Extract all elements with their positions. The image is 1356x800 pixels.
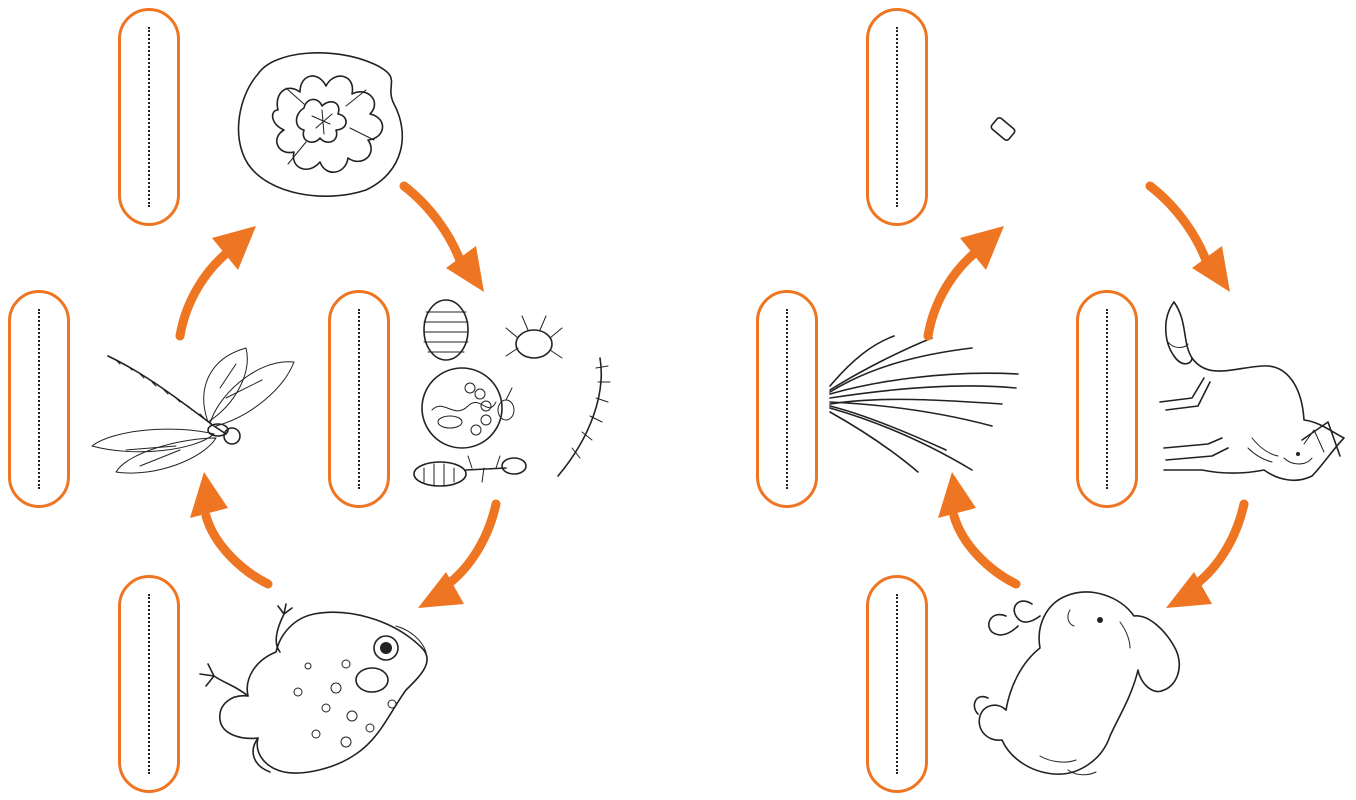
- arrow-fox-to-rabbit: [1166, 504, 1244, 608]
- pond-arrows: [0, 0, 700, 800]
- arrow-grass-to-earthworm: [928, 226, 1004, 336]
- arrow-decomposers-to-toad: [418, 504, 496, 608]
- arrow-toad-to-dragonfly: [190, 472, 268, 584]
- arrow-rabbit-to-grass: [938, 472, 1016, 584]
- arrow-earthworm-to-fox: [1150, 186, 1230, 292]
- arrow-lily-to-decomposers: [404, 186, 484, 292]
- arrow-dragonfly-to-lily: [180, 226, 256, 336]
- meadow-arrows: [678, 0, 1356, 800]
